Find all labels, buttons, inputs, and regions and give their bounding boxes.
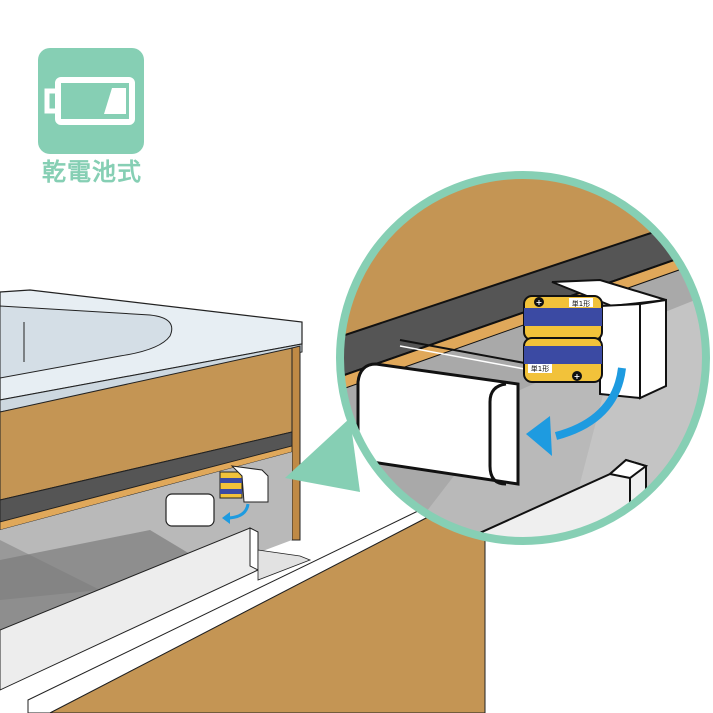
plus-terminal-icon	[534, 297, 544, 307]
svg-text:+: +	[574, 372, 581, 381]
open-drawer	[0, 509, 486, 713]
svg-text:単1形: 単1形	[572, 299, 590, 308]
battery-type-badge	[38, 48, 144, 154]
small-sensor-unit	[165, 465, 269, 527]
plus-terminal-icon	[572, 371, 582, 381]
svg-text:単1形: 単1形	[531, 364, 549, 373]
battery-upper: + 単1形	[523, 295, 603, 341]
curved-arrow-icon	[526, 367, 626, 456]
callout-pointer	[285, 418, 360, 492]
battery-low-icon	[44, 77, 135, 125]
vanity-cabinet	[0, 289, 486, 713]
battery-type-label: 乾電池式	[42, 158, 142, 186]
battery-compartment: + 単1形 + 単1形	[523, 278, 667, 400]
svg-text:+: +	[536, 298, 543, 307]
battery-lower: + 単1形	[523, 337, 603, 383]
